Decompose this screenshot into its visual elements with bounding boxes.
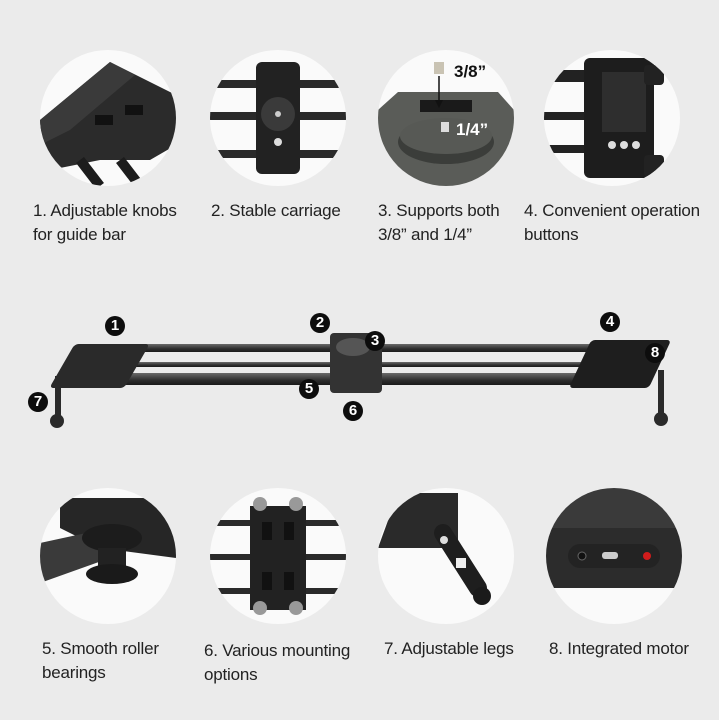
feature-image-adjustable-knobs — [40, 50, 176, 186]
callout-badge-3: 3 — [365, 331, 385, 351]
right-foot — [654, 412, 668, 426]
mount-screw-illustration — [378, 62, 514, 186]
screw-label-1-4: 1/4” — [456, 120, 489, 139]
feature-caption-2: 2. Stable carriage — [211, 201, 341, 220]
feature-caption-8: 8. Integrated motor — [549, 639, 689, 658]
feature-caption-7: 7. Adjustable legs — [384, 639, 514, 658]
callout-badge-5: 5 — [299, 379, 319, 399]
callout-badge-2: 2 — [310, 313, 330, 333]
feature-image-roller-bearings — [40, 488, 176, 624]
carriage-plate — [336, 338, 370, 356]
left-foot — [50, 414, 64, 428]
feature-image-operation-buttons — [544, 50, 680, 186]
callout-badge-8: 8 — [645, 343, 665, 363]
motor-ports-illustration — [546, 488, 682, 588]
feature-image-integrated-motor — [546, 488, 682, 624]
callout-badge-1: 1 — [105, 316, 125, 336]
callout-badge-6: 6 — [343, 401, 363, 421]
buttons-illustration — [544, 58, 664, 178]
right-leg — [658, 370, 664, 416]
feature-image-mount-screws: 3/8” 1/4” — [378, 50, 514, 186]
screw-label-3-8: 3/8” — [454, 62, 487, 81]
bearing-illustration — [40, 498, 176, 584]
mounting-plate-illustration — [210, 497, 346, 615]
callout-badge-7: 7 — [28, 392, 48, 412]
knob-closeup-illustration — [40, 62, 176, 186]
leg-illustration — [378, 493, 491, 605]
left-leg — [55, 376, 61, 418]
carriage-top-illustration — [210, 62, 346, 174]
callout-badge-4: 4 — [600, 312, 620, 332]
feature-image-stable-carriage — [210, 50, 346, 186]
feature-image-adjustable-legs — [378, 488, 514, 624]
feature-image-mounting-options — [210, 488, 346, 624]
